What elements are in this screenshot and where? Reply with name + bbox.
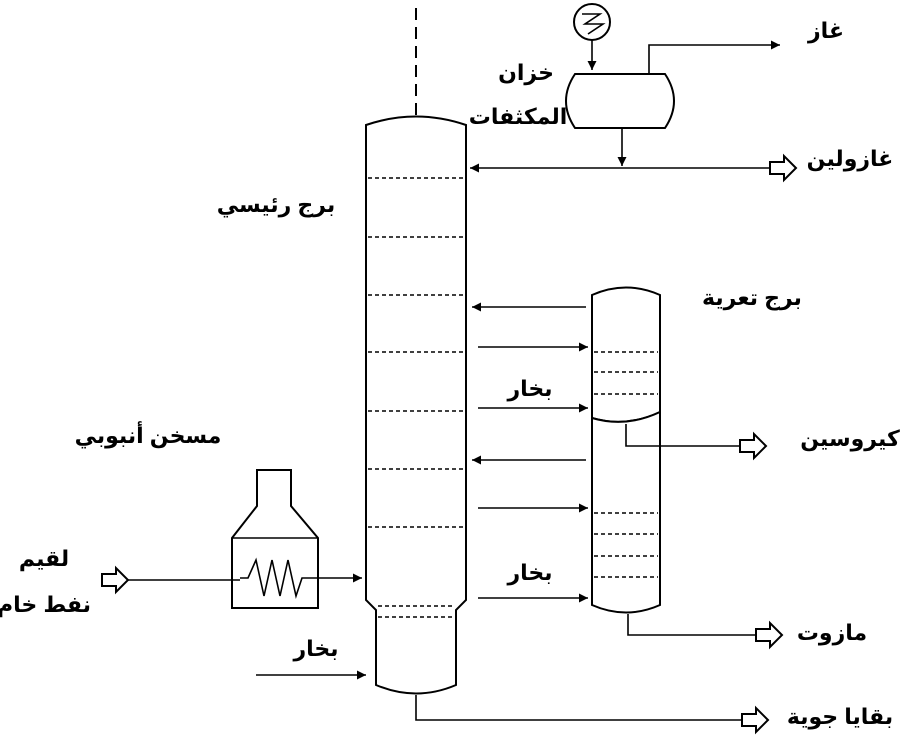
label-stripping-tower: برج تعرية — [702, 285, 802, 311]
mazut-outlet-arrow — [755, 620, 784, 650]
condensate-tank-shell — [565, 73, 675, 129]
tube-furnace — [231, 469, 319, 609]
residue-line — [415, 695, 742, 721]
heating-coil-icon — [240, 557, 312, 599]
gasoline-outlet-arrow — [769, 153, 798, 183]
stripping-tower-upper-shell — [591, 286, 661, 423]
label-feed-1: لقيم — [19, 546, 69, 571]
stripping-tower-trays — [594, 351, 658, 578]
main-tower — [365, 8, 467, 695]
condensate-tank — [565, 40, 780, 166]
label-tube-furnace: مسخن أنبوبي — [75, 420, 222, 449]
stripping-tower-lower-shell — [591, 410, 661, 614]
label-gas: غاز — [807, 18, 844, 43]
tube-furnace-shell — [231, 469, 319, 609]
tower-exchange-arrows — [472, 302, 588, 603]
label-steam-bottom: بخار — [292, 636, 338, 661]
label-steam-lower: بخار — [506, 560, 552, 585]
label-atmospheric-residue: بقايا جوية — [787, 704, 893, 730]
main-tower-shell — [365, 115, 467, 695]
condenser-icon — [573, 3, 611, 41]
kerosene-line — [625, 424, 740, 447]
feed-inlet-arrow — [101, 565, 130, 595]
label-feed-2: نفط خام — [0, 592, 91, 617]
label-condensate-tank-2: المكثفات — [469, 104, 568, 129]
gas-line-arrow — [648, 40, 780, 74]
label-gasoline: غازولين — [807, 146, 894, 172]
label-condensate-tank-1: خزان — [498, 60, 554, 86]
stripping-tower — [591, 286, 661, 614]
label-steam-upper: بخار — [506, 376, 552, 401]
label-kerosene: كيروسين — [800, 426, 900, 452]
label-mazut: مازوت — [797, 620, 867, 646]
kerosene-outlet-arrow — [739, 431, 768, 461]
mazut-line — [627, 614, 756, 636]
condenser — [573, 3, 611, 70]
main-tower-trays — [368, 177, 464, 618]
residue-outlet-arrow — [741, 705, 770, 735]
label-main-tower: برج رئيسي — [217, 192, 335, 218]
